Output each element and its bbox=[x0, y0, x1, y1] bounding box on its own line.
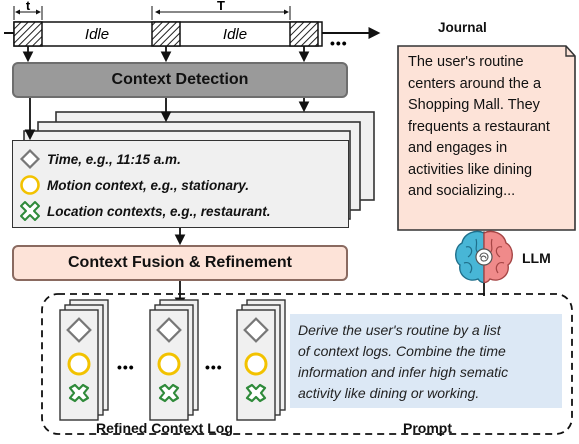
cross-icon bbox=[68, 383, 90, 403]
sensing-slot-3 bbox=[289, 21, 319, 47]
timeline bbox=[4, 6, 381, 63]
journal-line: activities like dining bbox=[408, 161, 533, 178]
diamond-icon bbox=[156, 317, 182, 343]
prompt-line: of context logs. Combine the time bbox=[298, 343, 506, 359]
prompt-label: Prompt bbox=[403, 420, 452, 436]
diamond-icon bbox=[19, 148, 41, 170]
context-time-text: Time, e.g., 11:15 a.m. bbox=[47, 151, 181, 167]
journal-title: Journal bbox=[438, 20, 487, 35]
sensing-slot-1 bbox=[13, 21, 43, 47]
idle-segment-1: Idle bbox=[85, 26, 109, 43]
journal-line: and engages in bbox=[408, 140, 508, 156]
journal-line: and socializing... bbox=[408, 183, 516, 199]
T-label: T bbox=[217, 0, 225, 13]
refined-ellipsis-2: ••• bbox=[205, 359, 223, 375]
cross-icon bbox=[20, 201, 40, 221]
circle-icon bbox=[67, 352, 91, 376]
circle-icon bbox=[244, 352, 268, 376]
brain-icon bbox=[455, 230, 513, 284]
journal-line: frequents a restaurant bbox=[408, 118, 550, 135]
circle-icon bbox=[157, 352, 181, 376]
prompt-box: Derive the user's routine by a list of c… bbox=[290, 314, 562, 408]
context-fusion-box: Context Fusion & Refinement bbox=[12, 245, 348, 281]
refined-ellipsis-1: ••• bbox=[117, 359, 135, 375]
timeline-ellipsis: ••• bbox=[330, 35, 348, 51]
journal-text: The user's routine centers around the a … bbox=[408, 52, 568, 203]
journal-line: Shopping Mall. They bbox=[408, 97, 540, 113]
prompt-line: activity like dining or working. bbox=[298, 385, 480, 401]
context-detection-label: Context Detection bbox=[111, 71, 249, 88]
prompt-line: information and infer high sematic bbox=[298, 364, 509, 380]
cross-icon bbox=[158, 383, 180, 403]
journal-line: centers around the a bbox=[408, 75, 542, 92]
journal-document bbox=[397, 45, 576, 231]
context-row-location: Location contexts, e.g., restaurant. bbox=[19, 198, 348, 224]
refined-stack-3-icons bbox=[243, 317, 269, 403]
context-motion-text: Motion context, e.g., stationary. bbox=[47, 177, 250, 193]
prompt-line: Derive the user's routine by a list bbox=[298, 322, 501, 338]
context-row-motion: Motion context, e.g., stationary. bbox=[19, 172, 348, 198]
context-detection-box: Context Detection bbox=[12, 62, 348, 98]
sensing-slot-2 bbox=[151, 21, 181, 47]
diamond-icon bbox=[66, 317, 92, 343]
context-fusion-label: Context Fusion & Refinement bbox=[67, 254, 292, 271]
t-label: t bbox=[26, 0, 31, 13]
refined-stack-1-icons bbox=[66, 317, 92, 403]
cross-icon bbox=[245, 383, 267, 403]
journal-line: The user's routine bbox=[408, 54, 524, 70]
refined-stack-2-icons bbox=[156, 317, 182, 403]
diamond-icon bbox=[243, 317, 269, 343]
circle-icon bbox=[20, 175, 40, 195]
llm-label: LLM bbox=[522, 250, 551, 266]
refined-context-log-label: Refined Context Log bbox=[96, 420, 233, 436]
context-location-text: Location contexts, e.g., restaurant. bbox=[47, 203, 271, 219]
context-card: Time, e.g., 11:15 a.m. Motion context, e… bbox=[12, 140, 349, 228]
dashed-region bbox=[41, 293, 573, 435]
context-row-time: Time, e.g., 11:15 a.m. bbox=[19, 146, 348, 172]
idle-segment-2: Idle bbox=[223, 26, 247, 43]
